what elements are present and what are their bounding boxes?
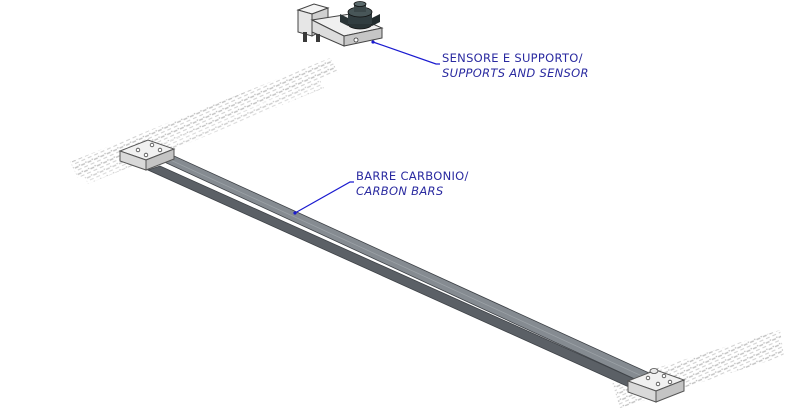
screw-icon [157, 147, 163, 153]
sensor-label-en: SUPPORTS AND SENSOR [442, 66, 589, 80]
screw-icon [655, 381, 661, 387]
right-mounting-block [626, 368, 686, 403]
sensor-icon [340, 1, 380, 30]
carbon-bars-label-en: CARBON BARS [356, 184, 443, 198]
callout-carbon-bars: BARRE CARBONIO/ CARBON BARS [293, 169, 468, 215]
sensor-label-it: SENSORE E SUPPORTO/ [442, 51, 583, 65]
carbon-bar-side [146, 165, 651, 393]
screw-icon [645, 375, 651, 381]
pin-icon [649, 368, 659, 374]
leader-line-carbon-bars [294, 181, 354, 214]
screw-icon [149, 142, 155, 148]
screw-icon [143, 152, 149, 158]
sensor-support-assembly [296, 1, 384, 47]
screw-icon [135, 147, 141, 153]
screw-icon [667, 379, 673, 385]
carbon-bars-label-it: BARRE CARBONIO/ [356, 169, 469, 183]
wall-hatch-upper-left [70, 58, 338, 178]
left-mounting-block [118, 139, 176, 171]
screw-icon [661, 373, 667, 379]
callout-sensor: SENSORE E SUPPORTO/ SUPPORTS AND SENSOR [371, 40, 589, 80]
leader-line-sensor [372, 41, 440, 65]
screw-icon [353, 37, 359, 43]
wall-hatch-upper-left-inner [84, 80, 324, 184]
